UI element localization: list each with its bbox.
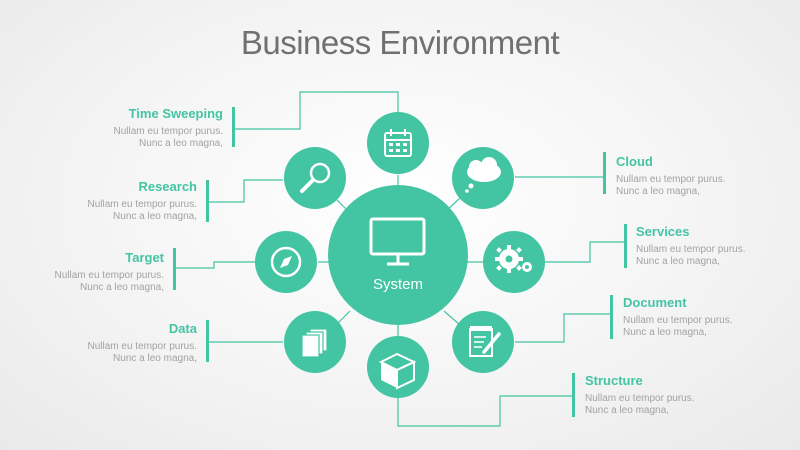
center-node-system: System [328, 185, 468, 325]
label-description: Nullam eu tempor purus. Nunc a leo magna… [585, 393, 695, 416]
bar-time-sweeping [232, 107, 235, 147]
label-heading: Document [623, 295, 687, 310]
label-heading: Services [636, 224, 690, 239]
node-target [255, 231, 317, 293]
bar-cloud [603, 152, 606, 194]
bar-research [206, 180, 209, 222]
label-description: Nullam eu tempor purus. Nunc a leo magna… [87, 341, 198, 364]
monitor-icon [369, 217, 426, 266]
node-document [452, 311, 514, 373]
label-description: Nullam eu tempor purus. Nunc a leo magna… [113, 126, 224, 149]
connector-research [209, 179, 283, 203]
label-description: Nullam eu tempor purus. Nunc a leo magna… [87, 199, 198, 222]
magnifier-icon [300, 162, 331, 193]
documents-icon [301, 328, 328, 358]
node-cloud [452, 147, 514, 209]
cloud-icon [465, 157, 501, 193]
spoke-data [336, 310, 351, 325]
label-document: Document Nullam eu tempor purus. Nunc a … [623, 295, 800, 339]
label-heading: Cloud [616, 154, 653, 169]
compass-icon [270, 246, 302, 278]
connector-structure [397, 395, 572, 427]
label-time-sweeping: Time Sweeping Nullam eu tempor purus. Nu… [43, 106, 224, 150]
center-label: System [373, 276, 423, 293]
label-research: Research Nullam eu tempor purus. Nunc a … [17, 179, 198, 223]
gears-icon [495, 245, 532, 273]
connector-services [545, 241, 624, 263]
node-data [284, 311, 346, 373]
calendar-icon [384, 129, 412, 157]
node-time-sweeping [367, 112, 429, 174]
node-structure [367, 336, 429, 398]
connectors [173, 91, 627, 427]
bar-services [624, 224, 627, 268]
cube-icon [378, 352, 417, 390]
label-heading: Target [125, 250, 164, 265]
spoke-document [443, 310, 461, 326]
connector-time-sweeping [232, 91, 399, 130]
notepad-pen-icon [469, 326, 501, 357]
node-services [483, 231, 545, 293]
bar-structure [572, 373, 575, 417]
page-title: Business Environment [240, 24, 560, 61]
label-cloud: Cloud Nullam eu tempor purus. Nunc a leo… [616, 154, 796, 198]
bar-document [610, 295, 613, 339]
label-description: Nullam eu tempor purus. Nunc a leo magna… [616, 174, 726, 197]
connector-target [176, 261, 255, 269]
label-heading: Structure [585, 373, 643, 388]
node-research [284, 147, 346, 209]
label-description: Nullam eu tempor purus. Nunc a leo magna… [54, 270, 165, 293]
label-heading: Data [168, 321, 197, 336]
label-description: Nullam eu tempor purus. Nunc a leo magna… [623, 315, 733, 338]
label-target: Target Nullam eu tempor purus. Nunc a le… [0, 250, 165, 294]
bar-data [206, 320, 209, 362]
label-services: Services Nullam eu tempor purus. Nunc a … [636, 224, 800, 268]
label-structure: Structure Nullam eu tempor purus. Nunc a… [585, 373, 765, 417]
label-description: Nullam eu tempor purus. Nunc a leo magna… [636, 244, 746, 267]
label-data: Data Nullam eu tempor purus. Nunc a leo … [17, 321, 198, 365]
connector-document [515, 313, 610, 343]
label-heading: Research [138, 179, 197, 194]
bar-target [173, 248, 176, 290]
label-heading: Time Sweeping [128, 106, 223, 121]
